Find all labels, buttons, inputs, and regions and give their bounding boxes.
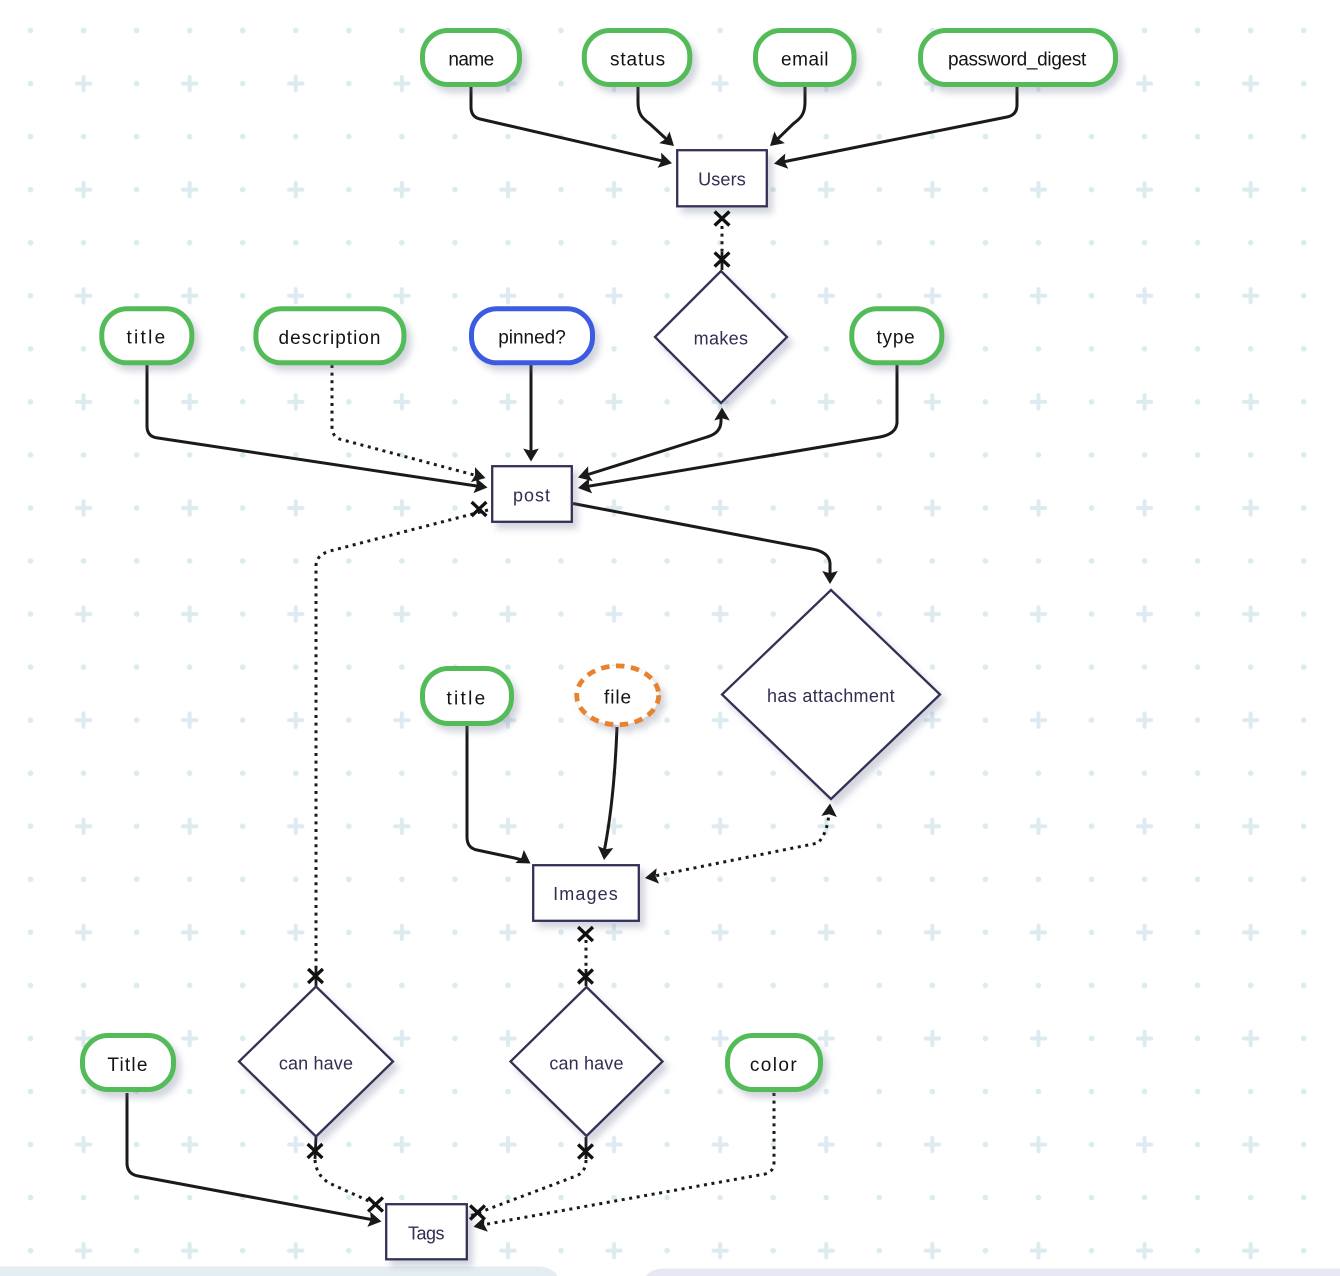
svg-text:name: name [448,50,493,71]
svg-text:color: color [750,1055,798,1076]
svg-text:status: status [610,50,666,71]
svg-text:Images: Images [553,884,619,904]
svg-text:Tags: Tags [408,1224,445,1244]
svg-text:has attachment: has attachment [767,686,895,706]
svg-text:type: type [876,328,915,349]
svg-text:can have: can have [279,1054,353,1074]
svg-text:can have: can have [549,1054,623,1074]
svg-text:file: file [604,688,632,709]
svg-text:Users: Users [698,170,746,190]
svg-text:Title: Title [107,1055,148,1076]
svg-text:post: post [513,486,551,506]
svg-text:title: title [126,328,167,349]
svg-text:makes: makes [694,329,749,349]
svg-text:password_digest: password_digest [948,50,1087,71]
svg-text:email: email [781,50,829,71]
svg-text:description: description [279,328,382,349]
svg-text:title: title [446,689,487,710]
svg-text:pinned?: pinned? [498,328,566,349]
